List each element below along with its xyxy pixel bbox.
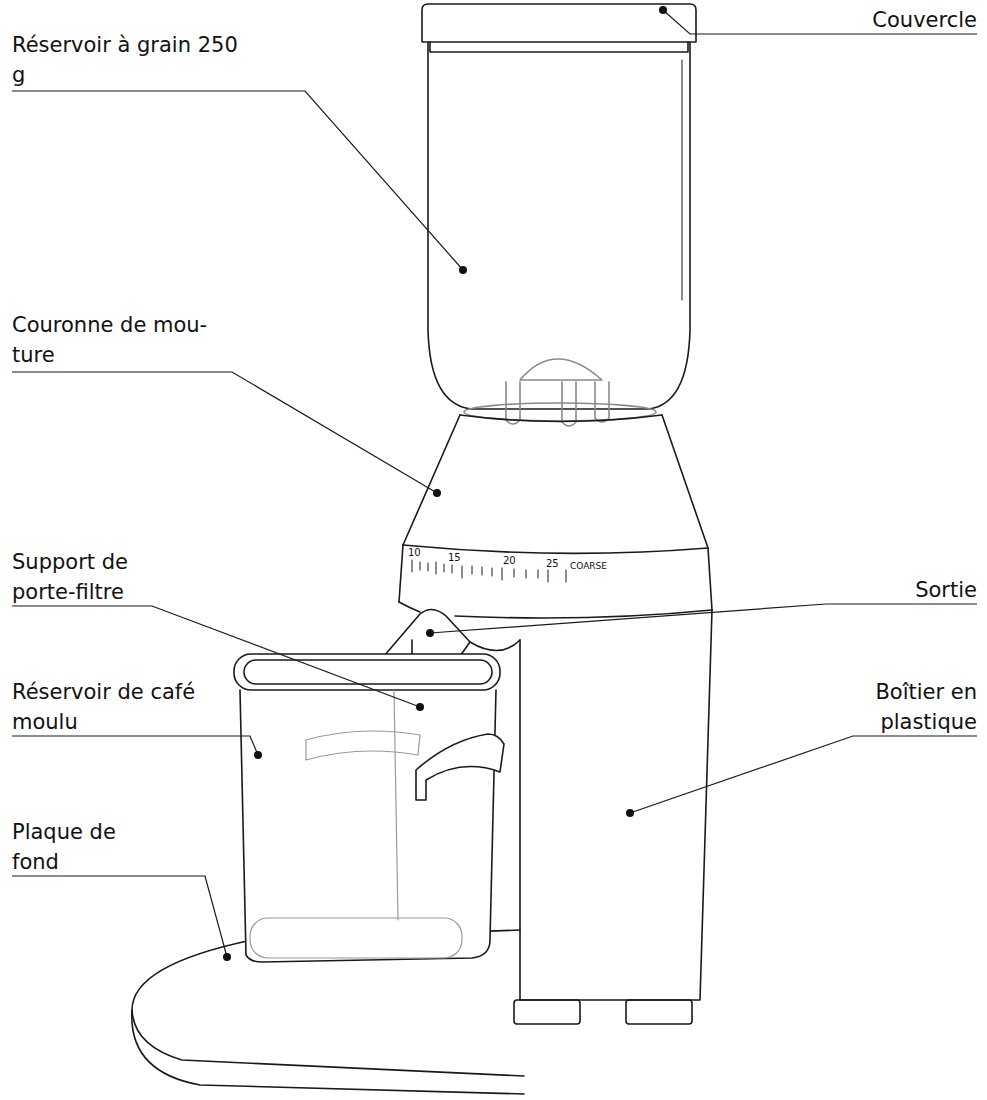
container-back [250, 690, 462, 958]
scale-band-side [708, 548, 712, 610]
scale-word: COARSE [570, 561, 650, 571]
leader-dot [659, 6, 667, 14]
crown-side [662, 415, 708, 548]
agitator-blade [506, 382, 520, 424]
leader-dot [254, 751, 262, 759]
part-label: Réservoir de café moulu [12, 677, 250, 737]
container-floor [250, 918, 462, 958]
agitator-blade [562, 382, 576, 426]
part-label: Plaque de fond [12, 817, 162, 877]
leader-lines [12, 10, 977, 957]
foot [514, 1000, 580, 1024]
part-label: Sortie [857, 575, 977, 605]
base-plate-edge [132, 1010, 524, 1094]
agitator-blade [595, 382, 609, 422]
leader-dot [416, 703, 424, 711]
container-inner-edge [394, 690, 398, 920]
part-label: Réservoir à grain 250 g [12, 30, 244, 90]
container-body [240, 690, 496, 962]
scale-number: 10 [408, 547, 438, 558]
crown-top [460, 415, 662, 422]
leader-dot [426, 629, 434, 637]
part-label: Boîtier en plastique [827, 677, 977, 737]
scale-band-bottom [399, 602, 420, 612]
scale-number: 20 [503, 555, 533, 566]
leader-dot [433, 489, 441, 497]
container-rim [234, 654, 500, 690]
foot [626, 1000, 692, 1024]
leader-dot [223, 953, 231, 961]
grinder-drawing [132, 4, 712, 1094]
container-rim-inner [244, 660, 492, 684]
agitator-dome [520, 359, 602, 380]
scale-ticks [412, 560, 566, 582]
part-label: Couvercle [857, 5, 977, 35]
handle-inner [306, 731, 420, 760]
agitator [464, 359, 656, 426]
leader-dot [459, 266, 467, 274]
leader-dot [626, 809, 634, 817]
portafilter-holder [416, 734, 504, 800]
part-label: Couronne de mou- ture [12, 310, 237, 370]
scale-tick [412, 560, 566, 582]
scale-band-side [399, 545, 403, 602]
leader-line [12, 372, 437, 493]
body-outline [520, 610, 712, 1000]
lid-rim [430, 42, 688, 52]
container [234, 654, 504, 962]
hopper-highlight [682, 60, 683, 300]
leader-dots [223, 6, 667, 961]
scale-number: 15 [448, 552, 478, 563]
lid-outline [422, 4, 696, 42]
leader-line [12, 91, 463, 270]
scale-band-bottom [455, 610, 712, 618]
part-label: Support de porte-filtre [12, 547, 180, 607]
spout-base [470, 640, 520, 651]
leader-line [430, 604, 977, 633]
hopper-outline [428, 40, 690, 409]
leader-line [12, 876, 227, 957]
leader-line [12, 736, 258, 755]
leader-line [630, 736, 977, 813]
crown-side [403, 415, 460, 545]
